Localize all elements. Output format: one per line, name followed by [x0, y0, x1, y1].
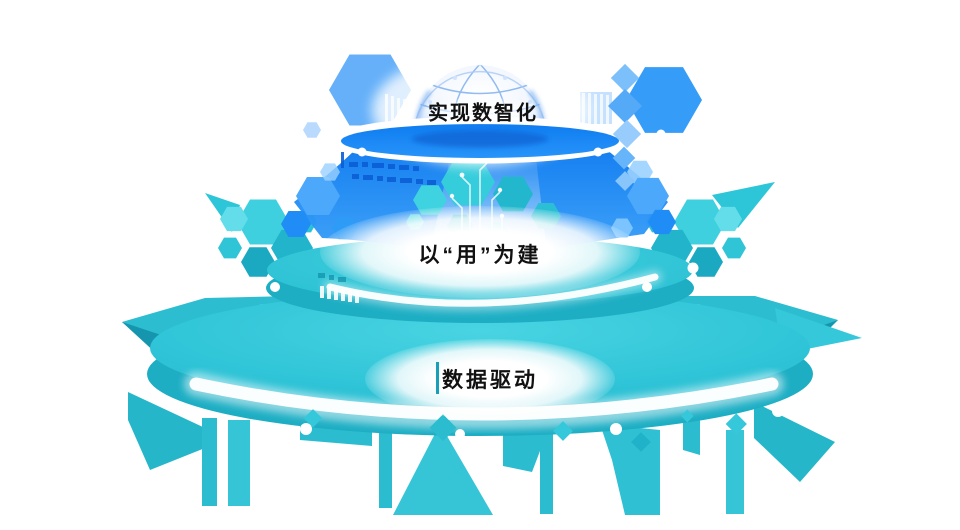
tier-label-middle: 以“用”为建 [418, 244, 542, 267]
tier-label-bottom: 数据驱动 [442, 369, 538, 392]
skirt-dashes [341, 152, 436, 185]
tick-line [436, 362, 439, 394]
top-dots [292, 129, 666, 157]
middle-wing-right [646, 182, 775, 277]
tier-label-top: 实现数智化 [428, 102, 538, 125]
glow-top [419, 96, 547, 126]
rim-dots [174, 403, 784, 439]
middle-wing-left [205, 193, 317, 277]
glow-bottom [365, 339, 615, 419]
glow-middle [320, 206, 640, 298]
top-decor-right [580, 67, 702, 133]
top-disc [328, 116, 632, 164]
